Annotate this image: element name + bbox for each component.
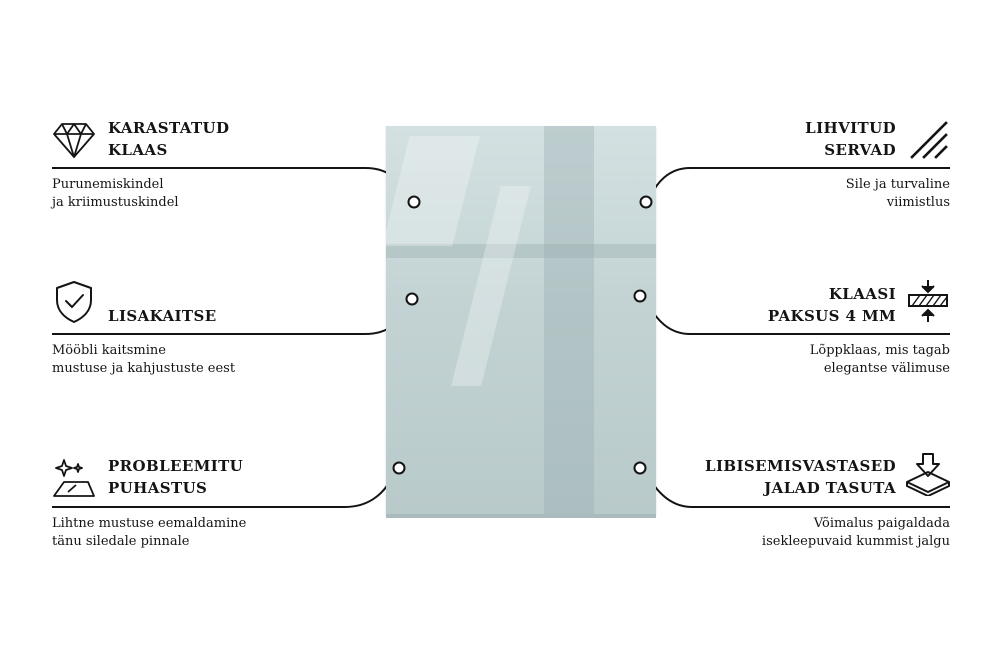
feature-title: PAKSUS 4 MM — [767, 307, 896, 325]
feature-cleaning-desc: Lihtne mustuse eemaldamine tänu siledale… — [52, 515, 246, 551]
feature-desc: isekleepuvaid kummist jalgu — [761, 534, 950, 549]
feature-desc: viimistlus — [886, 195, 950, 210]
feature-feet: LIBISEMISVASTASED JALAD TASUTA — [705, 455, 896, 499]
feature-title: LIBISEMISVASTASED — [705, 457, 896, 475]
feature-thickness: KLAASI PAKSUS 4 MM — [768, 283, 896, 327]
feature-desc: Purunemiskindel — [52, 177, 164, 192]
feature-feet-desc: Võimalus paigaldada isekleepuvaid kummis… — [762, 515, 950, 551]
glass-panel — [382, 126, 656, 518]
feature-edges: LIHVITUD SERVAD — [805, 117, 896, 161]
feature-protection-desc: Mööbli kaitsmine mustuse ja kahjustuste … — [52, 342, 235, 378]
anti-slip-feet-icon — [905, 452, 951, 496]
feature-desc: ja kriimustuskindel — [52, 195, 179, 210]
polished-edge-icon — [908, 120, 950, 160]
dot-edges — [639, 195, 653, 209]
feature-title: SERVAD — [824, 141, 896, 159]
thickness-icon — [906, 278, 950, 324]
shield-check-icon — [54, 280, 94, 324]
feature-title: LIHVITUD — [805, 119, 896, 137]
feature-tempered: KARASTATUD KLAAS — [108, 117, 229, 161]
feature-desc: mustuse ja kahjustuste eest — [52, 361, 236, 376]
feature-cleaning: PROBLEEMITU PUHASTUS — [108, 455, 243, 499]
feature-desc: Mööbli kaitsmine — [52, 343, 166, 358]
dot-feet — [633, 461, 647, 475]
feature-title: KLAASI — [828, 285, 896, 303]
feature-tempered-desc: Purunemiskindel ja kriimustuskindel — [52, 176, 179, 212]
feature-title: PROBLEEMITU — [108, 457, 244, 475]
feature-title: LISAKAITSE — [108, 307, 217, 325]
sparkle-surface-icon — [52, 458, 96, 498]
feature-title: KLAAS — [108, 141, 168, 159]
dot-thickness — [633, 289, 647, 303]
feature-desc: elegantse välimuse — [823, 361, 950, 376]
feature-edges-desc: Sile ja turvaline viimistlus — [846, 176, 950, 212]
feature-title: PUHASTUS — [108, 479, 208, 497]
feature-title: KARASTATUD — [108, 119, 230, 137]
dot-tempered — [407, 195, 421, 209]
dot-cleaning — [392, 461, 406, 475]
dot-protection — [405, 292, 419, 306]
feature-thickness-desc: Lõppklaas, mis tagab elegantse välimuse — [810, 342, 950, 378]
feature-desc: Lihtne mustuse eemaldamine — [52, 516, 247, 531]
feature-desc: Lõppklaas, mis tagab — [809, 343, 950, 358]
feature-title: JALAD TASUTA — [764, 479, 896, 497]
feature-desc: Võimalus paigaldada — [813, 516, 950, 531]
diamond-icon — [52, 120, 96, 160]
feature-protection: LISAKAITSE — [108, 305, 217, 327]
feature-desc: tänu siledale pinnale — [52, 534, 190, 549]
feature-desc: Sile ja turvaline — [845, 177, 950, 192]
